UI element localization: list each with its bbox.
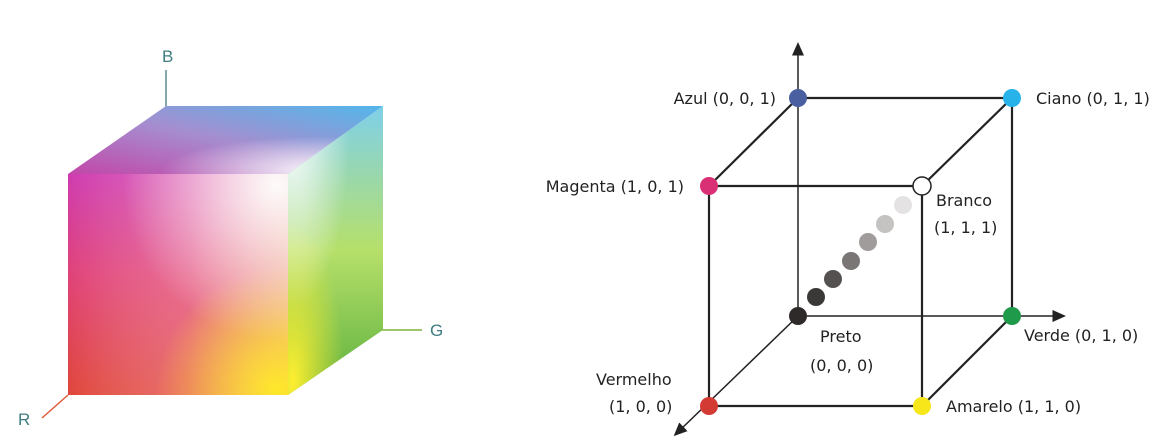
gray-dot: [842, 252, 860, 270]
gray-dot: [807, 288, 825, 306]
g-axis-label: G: [430, 321, 443, 340]
vermelho-label-line2: (1, 0, 0): [609, 397, 672, 416]
ciano-vertex: [1003, 89, 1021, 107]
branco-label-line1: Branco: [936, 191, 992, 210]
red-axis: [673, 315, 799, 437]
preto-label-line2: (0, 0, 0): [810, 356, 873, 375]
vermelho-vertex: [700, 397, 718, 415]
rgb-color-cube: B G R: [18, 47, 443, 429]
magenta-vertex: [700, 177, 718, 195]
b-axis-label: B: [162, 47, 173, 66]
verde-label: Verde (0, 1, 0): [1024, 326, 1138, 345]
vermelho-label-line1: Vermelho: [596, 370, 672, 389]
gray-dot: [876, 215, 894, 233]
preto-vertex: [789, 307, 807, 325]
r-axis-label: R: [18, 410, 30, 429]
branco-vertex: [912, 176, 932, 196]
magenta-label: Magenta (1, 0, 1): [546, 177, 684, 196]
grayscale-diagonal: [807, 196, 912, 306]
cube-edges: [707, 96, 1014, 408]
azul-label: Azul (0, 0, 1): [674, 89, 776, 108]
gray-dot: [859, 233, 877, 251]
r-axis-line: [41, 394, 69, 419]
preto-label-line1: Preto: [820, 327, 862, 346]
rgb-cube-diagram: Azul (0, 0, 1) Ciano (0, 1, 1) Magenta (…: [546, 42, 1150, 437]
azul-vertex: [789, 89, 807, 107]
amarelo-label: Amarelo (1, 1, 0): [946, 397, 1081, 416]
ciano-label: Ciano (0, 1, 1): [1036, 89, 1150, 108]
gray-dot: [824, 270, 842, 288]
branco-label-line2: (1, 1, 1): [934, 218, 997, 237]
gray-dot: [894, 196, 912, 214]
verde-vertex: [1003, 307, 1021, 325]
amarelo-vertex: [913, 397, 931, 415]
